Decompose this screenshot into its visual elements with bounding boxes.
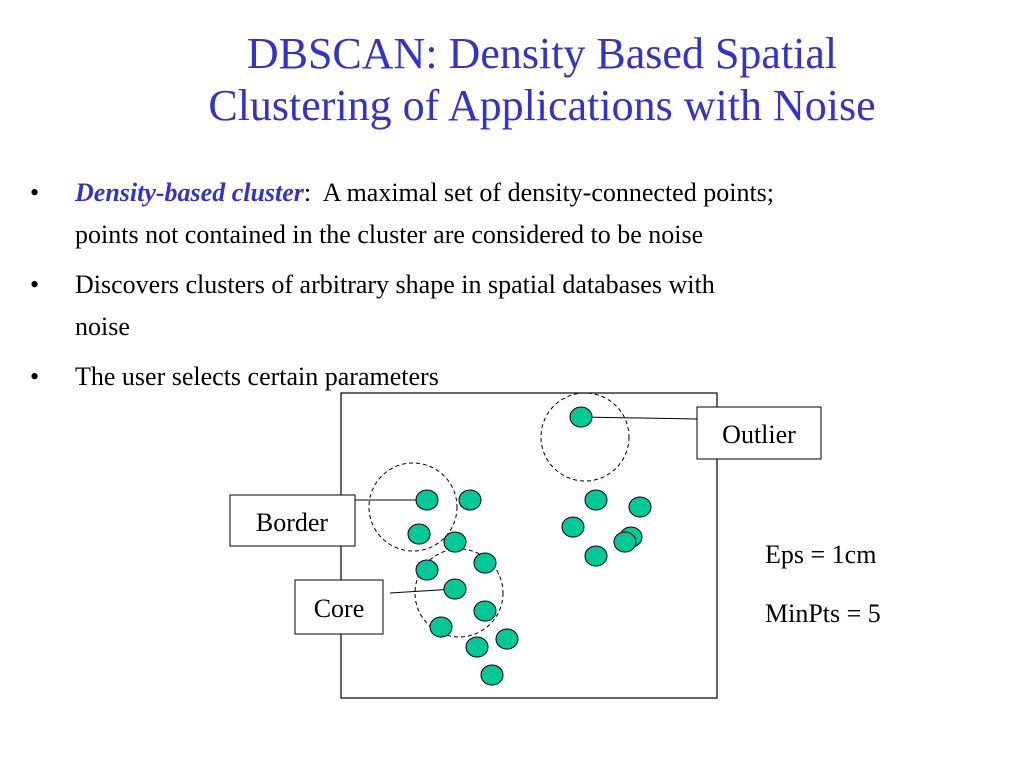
bullet-marker: • [30, 270, 40, 299]
data-space-frame [340, 392, 718, 699]
data-point [561, 516, 585, 538]
eps-neighborhood-core [414, 548, 504, 638]
core-label-box [294, 579, 384, 635]
data-point [407, 523, 431, 545]
title-line-1: DBSCAN: Density Based Spatial [246, 29, 838, 78]
bullet-line-continued: noise [75, 312, 130, 341]
data-point [613, 531, 637, 553]
data-point [473, 552, 497, 574]
data-point [495, 628, 519, 650]
data-point [415, 489, 439, 511]
data-point [443, 578, 467, 600]
data-point [443, 531, 467, 553]
bullet-line: Discovers clusters of arbitrary shape in… [75, 270, 715, 299]
border-label: Border [256, 508, 329, 537]
minpts-parameter: MinPts = 5 [765, 599, 881, 628]
bullet-arbitrary-shape: • Discovers clusters of arbitrary shape … [30, 264, 1010, 348]
bullet-marker: • [30, 362, 40, 391]
data-point [628, 496, 652, 518]
outlier-label: Outlier [722, 420, 796, 449]
term-colon: : [303, 178, 312, 207]
core-label: Core [314, 594, 365, 623]
data-point [458, 489, 482, 511]
title-line-2: Clustering of Applications with Noise [208, 81, 876, 130]
eps-neighborhood-border [368, 462, 458, 552]
data-point [480, 664, 504, 686]
eps-neighborhood-outlier [540, 392, 630, 482]
slide-title: DBSCAN: Density Based Spatial Clustering… [0, 28, 1024, 132]
bullet-line-continued: points not contained in the cluster are … [75, 220, 704, 249]
data-points [407, 406, 652, 686]
eps-parameter: Eps = 1cm [765, 540, 876, 569]
bullet-marker: • [30, 178, 40, 207]
term-density-based-cluster: Density-based cluster [75, 178, 304, 207]
outlier-label-box [696, 406, 822, 460]
data-point [415, 559, 439, 581]
bullet-line: The user selects certain parameters [75, 362, 439, 391]
bullet-user-parameters: • The user selects certain parameters [30, 356, 1010, 398]
bullet-density-based-cluster: • Density-based cluster: A maximal set o… [30, 172, 1010, 256]
bullet-line: Density-based cluster: A maximal set of … [75, 172, 1010, 214]
data-point [465, 636, 489, 658]
data-point [584, 545, 608, 567]
outlier-callout-line [580, 416, 698, 420]
data-point [569, 406, 593, 428]
border-label-box [229, 494, 356, 547]
data-point [584, 489, 608, 511]
definition-text: A maximal set of density-connected point… [311, 178, 775, 207]
data-point [473, 600, 497, 622]
data-point [429, 616, 453, 638]
bullet-list: • Density-based cluster: A maximal set o… [30, 172, 1010, 406]
